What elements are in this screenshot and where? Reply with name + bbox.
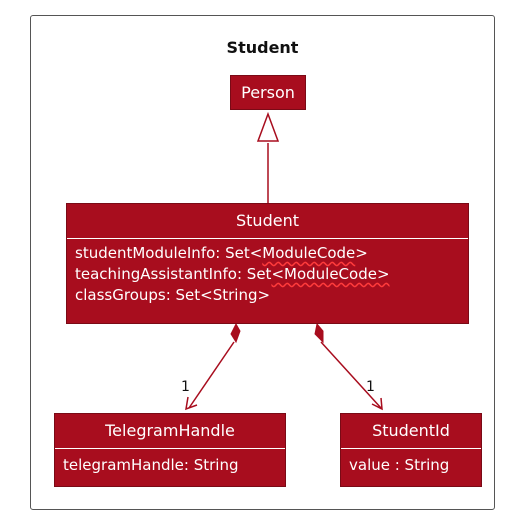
class-student: Student studentModuleInfo: Set<ModuleCod… — [66, 203, 469, 324]
class-student-id-name: StudentId — [372, 421, 450, 440]
attribute-student-module-info: studentModuleInfo: Set<ModuleCode> — [75, 244, 368, 262]
multiplicity-studentid: 1 — [366, 379, 375, 395]
attribute-teaching-assistant-info: teachingAssistantInfo: Set<ModuleCode> — [75, 265, 390, 283]
attribute-class-groups: classGroups: Set<String> — [75, 286, 271, 304]
composition-diamond-telegram — [230, 322, 241, 344]
composition-line-studentid — [320, 341, 382, 409]
arrowhead-studentid — [371, 397, 383, 411]
class-student-attributes: studentModuleInfo: Set<ModuleCode> teach… — [67, 238, 468, 309]
inheritance-arrowhead — [256, 111, 280, 142]
class-person-name: Person — [241, 83, 295, 102]
class-student-id: StudentId value : String — [340, 413, 482, 487]
package-title: Student — [226, 38, 299, 57]
arrowhead-telegram — [185, 396, 198, 411]
composition-diamond-studentid — [314, 322, 324, 344]
class-telegram-handle: TelegramHandle telegramHandle: String — [54, 413, 286, 487]
attribute-student-id-value: value : String — [341, 448, 481, 479]
multiplicity-telegram: 1 — [181, 379, 190, 395]
composition-line-telegram — [188, 341, 235, 409]
class-student-name: Student — [236, 211, 299, 230]
attribute-telegram-handle: telegramHandle: String — [55, 448, 285, 479]
class-telegram-handle-name: TelegramHandle — [105, 421, 235, 440]
class-person: Person — [230, 75, 306, 110]
